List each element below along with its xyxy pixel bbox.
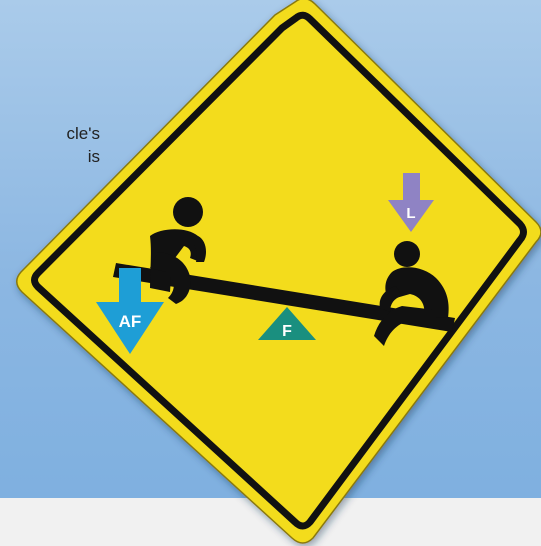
- applied-force-label: AF: [119, 312, 142, 331]
- sign-diamond: [17, 0, 541, 543]
- right-child-head: [394, 241, 420, 267]
- sign-outer-edge: [17, 0, 541, 543]
- fulcrum-label: F: [282, 323, 292, 340]
- load-label: L: [406, 205, 415, 222]
- left-child-head: [173, 197, 203, 227]
